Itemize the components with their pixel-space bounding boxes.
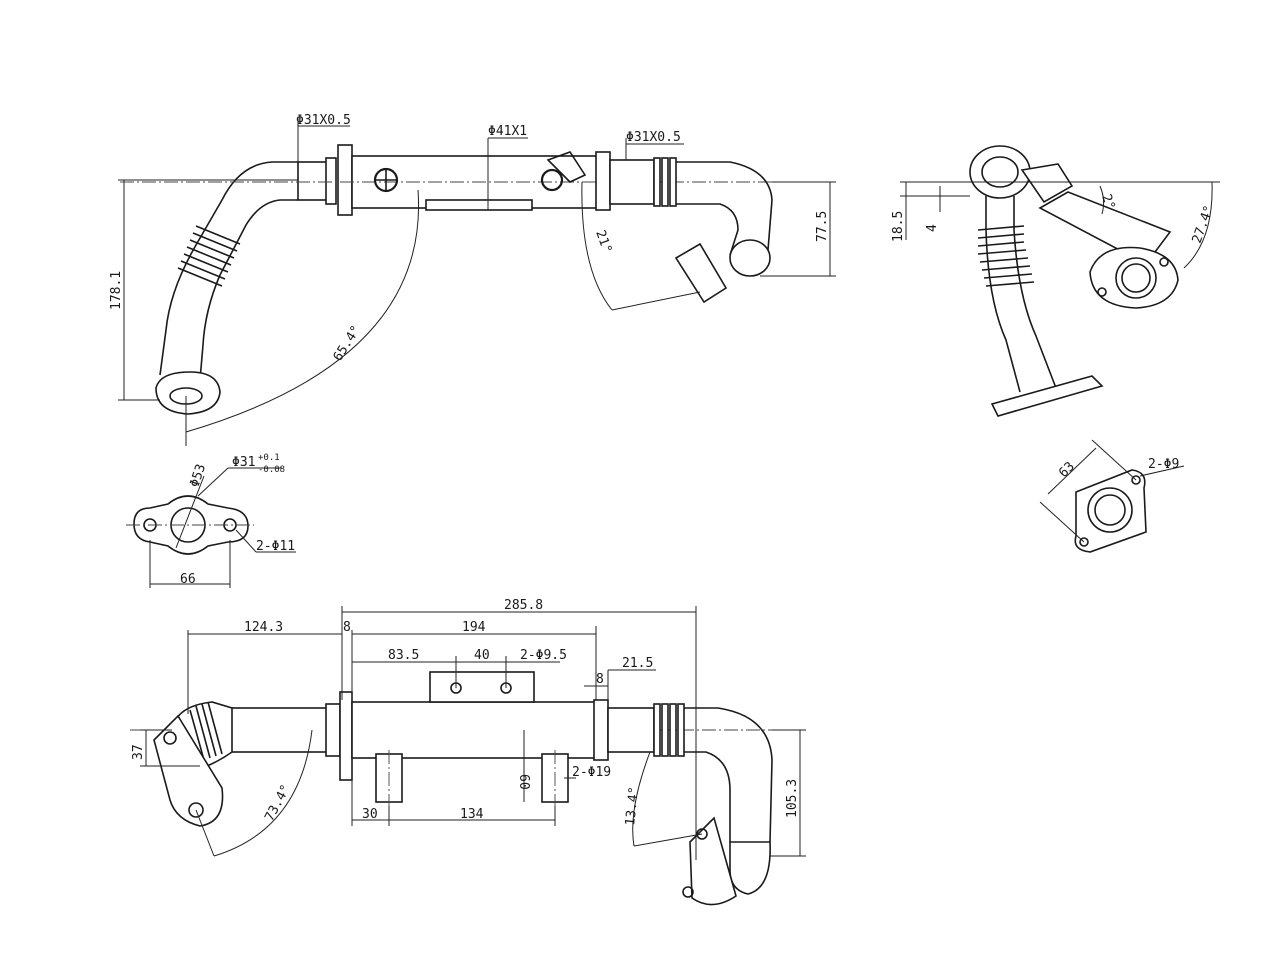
dim-front-pipe-h: 60 <box>516 774 531 790</box>
top-right-pipe-inner <box>676 203 739 256</box>
top-dimensions <box>118 118 836 446</box>
front-right-bellows <box>653 703 685 757</box>
front-left-tube <box>229 707 329 753</box>
top-left-collar <box>325 157 337 205</box>
side-pipe-left-edge <box>985 196 1021 393</box>
dim-top-ang-left: 65.4° <box>331 323 364 364</box>
side-pipe-right-edge <box>1013 196 1057 389</box>
top-right-pipe-outer <box>676 161 773 251</box>
dim-front-tab-pitch: 40 <box>474 648 490 663</box>
flange-detail-right: 63 2-Φ9 <box>1039 439 1185 553</box>
top-right-elbow <box>729 239 771 277</box>
front-right-end-plate <box>593 699 609 761</box>
dim-front-ang-left: 73.4° <box>262 782 294 824</box>
flange-detail-left: 66 Φ53 Φ31 +0.1 -0.08 2-Φ11 <box>126 453 296 588</box>
flange-left-plate <box>133 495 249 555</box>
dim-flange-left-tol-lower: -0.08 <box>258 465 285 475</box>
front-left-bellows <box>189 701 223 761</box>
side-diagonal-pipe <box>1038 191 1172 266</box>
front-right-elbow <box>729 841 771 895</box>
dim-top-h-right: 77.5 <box>815 211 830 242</box>
dim-front-right-gap: 8 <box>596 672 604 687</box>
dim-front-left-len: 124.3 <box>244 620 283 635</box>
top-port-right-outlet <box>546 151 587 183</box>
dim-top-d-mid: Φ41X1 <box>488 124 527 139</box>
top-right-flange <box>674 242 728 304</box>
dim-front-body: 194 <box>462 620 486 635</box>
dim-top-d-left: Φ31X0.5 <box>296 113 351 128</box>
side-bottom-flange <box>990 375 1104 417</box>
dim-side-ang-big: 27.4° <box>1190 203 1217 245</box>
top-view: Φ31X0.5 Φ41X1 Φ31X0.5 178.1 77.5 65.4° 2… <box>109 113 836 446</box>
dim-front-h-right: 105.3 <box>785 779 800 818</box>
front-left-end-plate <box>339 691 353 781</box>
dim-side-h1: 18.5 <box>891 211 906 242</box>
front-right-pipe-outer <box>684 707 773 843</box>
flange-right-bore-inner <box>1094 494 1126 526</box>
dim-top-d-right: Φ31X0.5 <box>626 130 681 145</box>
top-left-pipe-upper-edge <box>159 161 298 376</box>
dim-top-ang-right: 21° <box>592 228 614 255</box>
dim-front-ang-right: 13.4° <box>623 786 642 826</box>
dim-front-h-left: 37 <box>131 744 146 760</box>
dim-top-h-left: 178.1 <box>109 271 124 310</box>
dim-flange-left-holes: 2-Φ11 <box>256 539 295 554</box>
top-right-tube <box>609 159 655 205</box>
dim-front-pitch134: 134 <box>460 807 484 822</box>
top-left-end-plate <box>337 144 353 216</box>
dim-flange-right-pcd: 63 <box>1056 459 1078 481</box>
front-view: 285.8 124.3 8 194 83.5 40 2-Φ9.5 8 21.5 … <box>130 598 806 906</box>
side-bellows <box>977 225 1035 287</box>
dim-flange-left-width: 66 <box>180 572 196 587</box>
dim-side-ang-small: 2° <box>1098 192 1117 212</box>
top-port-right-icon <box>540 168 564 192</box>
dim-front-total: 285.8 <box>504 598 543 613</box>
front-bracket <box>429 671 535 703</box>
top-right-bellows <box>653 157 677 207</box>
side-top-ring <box>969 145 1031 199</box>
top-left-tube <box>297 161 329 201</box>
flange-left-dimensions <box>149 467 296 588</box>
front-right-flange <box>689 816 737 906</box>
top-left-pipe-lower-edge <box>199 199 298 381</box>
flange-right-plate <box>1074 469 1147 553</box>
top-bracket <box>425 199 533 211</box>
front-dimensions <box>140 606 806 860</box>
flange-right-bore-outer <box>1087 487 1133 533</box>
dim-front-gap: 8 <box>343 620 351 635</box>
top-left-bellows <box>177 225 241 287</box>
dim-front-pipe-d: 2-Φ19 <box>572 765 611 780</box>
dim-front-tab-holes: 2-Φ9.5 <box>520 648 567 663</box>
side-right-flange <box>1089 246 1179 309</box>
flange-right-hole-b <box>1079 537 1089 547</box>
side-dimensions <box>900 181 1220 269</box>
top-right-end-plate <box>595 151 611 211</box>
front-cooler-body <box>351 701 597 759</box>
flange-right-dimensions <box>1039 439 1185 543</box>
front-left-collar <box>325 703 341 757</box>
dim-front-right-len: 21.5 <box>622 656 653 671</box>
side-connector <box>1020 163 1074 204</box>
dim-front-off30: 30 <box>362 807 378 822</box>
flange-right-hole-a <box>1131 475 1141 485</box>
dim-flange-left-bore: Φ31 <box>232 455 255 470</box>
dim-flange-right-holes: 2-Φ9 <box>1148 457 1179 472</box>
top-left-flange <box>155 371 221 415</box>
side-view: 18.5 4 2° 27.4° <box>891 145 1220 417</box>
top-port-left-icon <box>373 167 399 193</box>
front-right-pipe-inner <box>684 751 731 842</box>
dim-flange-left-tol-upper: +0.1 <box>258 453 280 463</box>
front-right-tube <box>607 707 655 753</box>
dim-flange-left-pcd: Φ53 <box>188 462 210 489</box>
dim-side-h2: 4 <box>925 224 940 232</box>
dim-front-tab-off: 83.5 <box>388 648 419 663</box>
